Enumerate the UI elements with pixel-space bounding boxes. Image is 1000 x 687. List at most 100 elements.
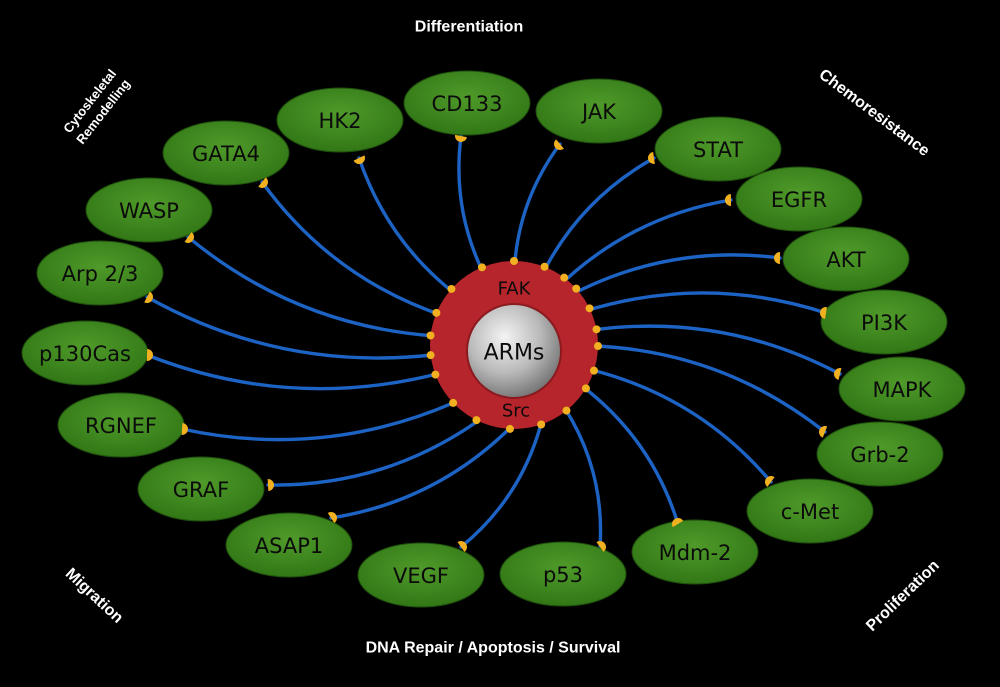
mapk-ring-cap — [592, 325, 601, 334]
jak-ring-cap — [510, 257, 518, 265]
egfr-ring-cap — [560, 273, 569, 282]
node-cd133: CD133 — [403, 70, 531, 136]
akt-terminal — [774, 252, 781, 264]
graf-connector — [266, 421, 477, 487]
stat-label: STAT — [693, 138, 743, 162]
arp23-ellipse — [36, 240, 164, 306]
mdm2-connector — [580, 384, 680, 526]
stat-ellipse — [654, 116, 782, 182]
grb2-ring-cap — [593, 342, 602, 351]
p53-connector — [564, 408, 603, 549]
p130cas-connector — [145, 353, 439, 391]
wasp-terminal — [184, 232, 194, 243]
gata4-terminal — [258, 177, 268, 189]
cmet-terminal — [765, 476, 775, 487]
category-chemoresistance: Chemoresistance — [816, 66, 933, 160]
category-differentiation: Differentiation — [415, 19, 523, 36]
node-stat: STAT — [654, 116, 782, 182]
fak-label: FAK — [498, 279, 532, 300]
node-grb2: Grb-2 — [816, 421, 944, 487]
akt-label: AKT — [826, 248, 866, 272]
jak-connector — [512, 142, 562, 281]
cd133-label: CD133 — [432, 92, 503, 116]
arp23-terminal — [144, 291, 153, 303]
hk2-terminal — [353, 155, 365, 164]
vegf-connector — [459, 422, 543, 549]
node-graf: GRAF — [137, 456, 265, 522]
src-label: Src — [502, 401, 530, 422]
cmet-label: c-Met — [781, 500, 839, 524]
grb2-terminal — [819, 425, 828, 438]
pi3k-terminal — [819, 306, 827, 319]
pi3k-connector — [580, 291, 828, 315]
rgnef-terminal — [181, 423, 188, 435]
connector-group — [145, 134, 842, 549]
jak-terminal — [554, 139, 564, 150]
wasp-connector — [186, 235, 437, 338]
cd133-ellipse — [403, 70, 531, 136]
graf-terminal — [267, 479, 274, 491]
category-migration: Migration — [62, 565, 126, 627]
p130cas-ring-cap — [431, 370, 440, 379]
egfr-connector — [553, 198, 733, 292]
rgnef-connector — [180, 401, 455, 442]
p130cas-terminal — [146, 349, 153, 361]
asap1-terminal — [327, 512, 337, 524]
stat-connector — [537, 156, 656, 283]
mdm2-ring-cap — [581, 384, 590, 393]
node-vegf: VEGF — [357, 542, 485, 608]
rgnef-ring-cap — [449, 398, 458, 407]
vegf-terminal — [457, 541, 467, 552]
gata4-connector — [260, 180, 446, 318]
p130cas-label: p130Cas — [39, 342, 131, 366]
akt-ellipse — [782, 226, 910, 292]
wasp-ring-cap — [426, 331, 435, 340]
node-cmet: c-Met — [746, 478, 874, 544]
hk2-ring-cap — [447, 284, 456, 293]
p53-ring-cap — [562, 406, 571, 415]
terminal-group — [144, 134, 842, 552]
cd133-connector — [457, 134, 490, 284]
category-proliferation: Proliferation — [863, 557, 943, 635]
ring-dot-group — [426, 257, 602, 433]
mapk-ellipse — [838, 356, 966, 422]
node-gata4: GATA4 — [162, 120, 290, 186]
pi3k-ellipse — [820, 289, 948, 355]
akt-ring-cap — [572, 284, 581, 293]
mdm2-ellipse — [631, 519, 759, 585]
p53-terminal — [596, 541, 606, 552]
asap1-ellipse — [225, 512, 353, 578]
grb2-ellipse — [816, 421, 944, 487]
node-mapk: MAPK — [838, 356, 966, 422]
node-rgnef: RGNEF — [57, 392, 185, 458]
mdm2-label: Mdm-2 — [659, 541, 732, 565]
wasp-ellipse — [85, 177, 213, 243]
stat-ring-cap — [540, 262, 549, 271]
hk2-ellipse — [276, 87, 404, 153]
graf-label: GRAF — [173, 478, 229, 502]
stat-terminal — [648, 152, 655, 164]
asap1-ring-cap — [505, 424, 514, 433]
grb2-label: Grb-2 — [850, 443, 909, 467]
cmet-connector — [590, 368, 773, 484]
pi3k-ring-cap — [585, 304, 594, 313]
egfr-ellipse — [735, 166, 863, 232]
p53-label: p53 — [543, 563, 583, 587]
akt-connector — [565, 253, 782, 299]
node-pi3k: PI3K — [820, 289, 948, 355]
vegf-ring-cap — [537, 420, 546, 429]
node-asap1: ASAP1 — [225, 512, 353, 578]
category-cytoskeletal: Cytoskeletal Remodelling — [60, 66, 133, 147]
vegf-label: VEGF — [393, 564, 449, 588]
mapk-connector — [591, 324, 842, 376]
egfr-label: EGFR — [771, 188, 827, 212]
core-circle — [466, 303, 562, 399]
pi3k-label: PI3K — [861, 311, 908, 335]
cmet-ring-cap — [589, 366, 598, 375]
mapk-terminal — [834, 368, 842, 380]
wasp-label: WASP — [119, 199, 179, 223]
core-group: FAK ARMs Src — [426, 257, 602, 433]
